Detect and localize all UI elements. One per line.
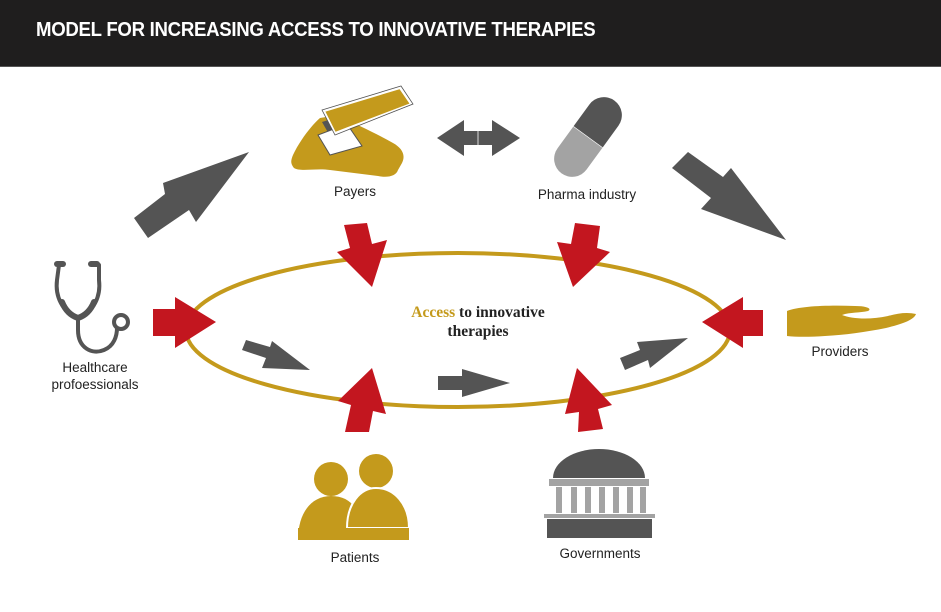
center-accent-word: Access <box>411 304 456 321</box>
governments-label: Governments <box>559 546 641 561</box>
healthcare-label-line2: profoessionals <box>51 377 139 392</box>
red-arrow-from-providers <box>702 297 763 348</box>
pharma-label: Pharma industry <box>537 187 637 202</box>
flow-arrow-healthcare-to-payers <box>134 152 249 238</box>
payers-label: Payers <box>333 184 377 199</box>
flow-arrow-pharma-to-providers <box>672 152 786 240</box>
center-access-text: Access to innovative therapies <box>378 303 578 341</box>
inner-arrow-center <box>438 369 510 397</box>
red-arrow-from-payers <box>337 223 387 287</box>
page-title: MODEL FOR INCREASING ACCESS TO INNOVATIV… <box>36 19 596 41</box>
payers-icon <box>291 85 414 177</box>
providers-label: Providers <box>811 344 869 359</box>
red-arrow-from-governments <box>565 368 612 432</box>
providers-icon <box>787 305 916 337</box>
red-arrow-from-pharma <box>557 223 610 287</box>
pharma-icon <box>554 97 622 177</box>
healthcare-label-line1: Healthcare <box>62 360 128 375</box>
red-arrow-from-patients <box>338 368 386 432</box>
header-bar: MODEL FOR INCREASING ACCESS TO INNOVATIV… <box>0 0 941 67</box>
inner-arrow-left <box>242 340 310 370</box>
center-line2: therapies <box>447 323 509 340</box>
inner-arrow-right <box>620 338 688 370</box>
patients-label: Patients <box>330 550 380 565</box>
governments-icon <box>544 449 655 538</box>
double-arrow-payers-pharma <box>437 120 520 156</box>
healthcare-icon <box>54 261 130 354</box>
patients-icon <box>298 454 411 540</box>
center-line1-rest: to innovative <box>455 304 545 321</box>
red-arrow-from-healthcare <box>153 297 216 348</box>
